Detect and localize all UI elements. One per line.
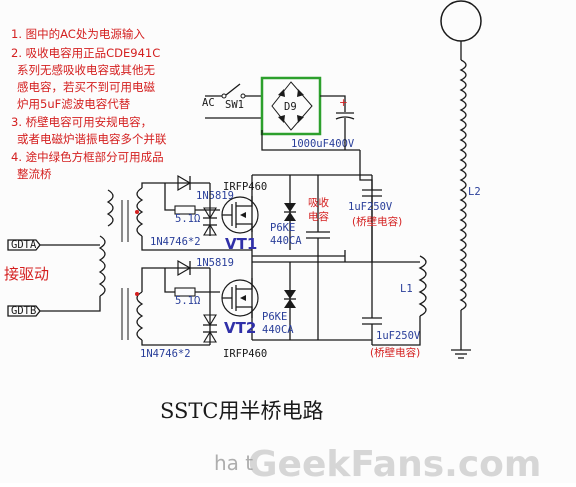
gdta-label: GDTA	[11, 239, 37, 251]
switch-contact-left	[221, 93, 227, 99]
resistor1-label: 5.1Ω	[175, 213, 200, 225]
vt1-label: VT1	[225, 235, 257, 253]
drive-label: 接驱动	[4, 265, 49, 283]
watermark-small: ha t	[214, 451, 253, 475]
bulk-capacitor: + 1000uF400V	[291, 95, 355, 150]
cap-top-label: 1uF250V	[348, 201, 393, 213]
cap-top-note: (桥壁电容)	[352, 215, 402, 228]
tvs1-label-a: P6KE	[270, 222, 295, 234]
gdtb-label: GDTB	[11, 305, 36, 317]
cap-bot-label: 1uF250V	[376, 330, 421, 342]
tvs-diodes: P6KE 440CA P6KE 440CA	[262, 175, 302, 340]
note-line-1: 1. 图中的AC处为电源输入	[11, 27, 145, 41]
note-line-8: 4. 途中绿色方框部分可用成品	[11, 150, 164, 164]
bridge-capacitors: 1uF250V (桥壁电容) 1uF250V (桥壁电容)	[348, 175, 421, 359]
ac-label: AC	[202, 97, 215, 109]
note-line-3: 系列无感吸收电容或其他无	[17, 63, 155, 77]
secondary-coil-l2: L2	[440, 0, 482, 359]
vt2-label: VT2	[224, 319, 256, 337]
plus-marker: +	[339, 97, 348, 109]
mosfet-vt2: VT2 IRFP460	[221, 278, 267, 360]
tvs2-label-b: 440CA	[262, 324, 294, 336]
snubber-label-a: 吸收	[308, 196, 329, 209]
topload-sphere	[440, 0, 482, 42]
ac-switch: SW1 AC	[202, 83, 262, 119]
l2-label: L2	[468, 186, 481, 198]
primary-coil-l1: L1	[372, 255, 427, 346]
mosfet2-label: IRFP460	[223, 348, 267, 360]
tvs1-label-b: 440CA	[270, 235, 302, 247]
note-line-2: 2. 吸收电容用正品CDE941C	[11, 46, 160, 60]
note-line-6: 3. 桥壁电容可用安规电容，	[11, 115, 152, 129]
tvs2-label-a: P6KE	[262, 311, 287, 323]
lower-gate-network: 1N5819 5.1Ω 1N4746*2	[140, 257, 234, 360]
mosfet1-label: IRFP460	[223, 181, 267, 193]
switch-contact-right	[240, 93, 246, 99]
snubber-capacitor: 吸收 电容	[306, 175, 330, 340]
d9-label: D9	[284, 101, 297, 113]
bridge-green-box	[260, 76, 322, 136]
notes-block: 1. 图中的AC处为电源输入 2. 吸收电容用正品CDE941C 系列无感吸收电…	[11, 27, 167, 181]
mosfet-vt1: IRFP460 VT1	[221, 181, 267, 253]
note-line-7: 或者电磁炉谐振电容多个并联	[17, 132, 167, 146]
upper-gate-network: 1N5819 5.1Ω 1N4746*2	[141, 174, 252, 251]
diode2-label: 1N5819	[196, 257, 234, 269]
note-line-5: 炉用5uF滤波电容代替	[17, 97, 131, 111]
zener1-label: 1N4746*2	[150, 236, 201, 248]
gate-drive-transformers	[98, 187, 144, 341]
gdt-connectors: GDTA GDTB 接驱动	[4, 239, 101, 317]
bridge-rectifier: D9	[260, 76, 322, 136]
note-line-9: 整流桥	[17, 167, 52, 181]
diagram-title: SSTC用半桥电路	[160, 399, 323, 423]
note-line-4: 感电容，若买不到可用电磁	[17, 80, 155, 94]
diode1-label: 1N5819	[196, 190, 234, 202]
sw1-label: SW1	[225, 99, 244, 111]
resistor2-label: 5.1Ω	[175, 295, 200, 307]
watermark-geekfans: GeekFans.com	[248, 444, 541, 483]
zener2-label: 1N4746*2	[140, 348, 191, 360]
cap-bot-note: (桥壁电容)	[370, 346, 420, 359]
l1-label: L1	[400, 283, 413, 295]
bulk-cap-label: 1000uF400V	[291, 138, 355, 150]
snubber-label-b: 电容	[308, 210, 329, 223]
